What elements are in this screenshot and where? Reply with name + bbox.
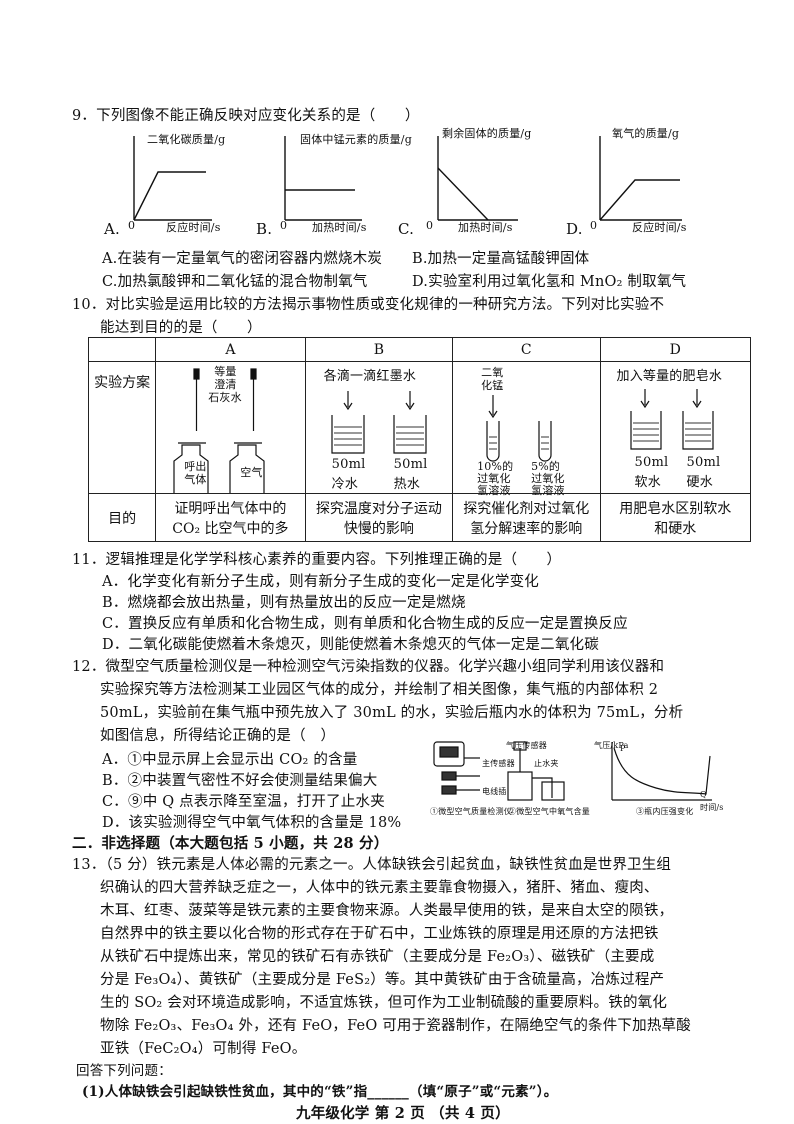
graph-d-letter: D.: [566, 220, 583, 238]
graph-d-xlabel: 反应时间/s: [632, 221, 687, 234]
table-header-b: B: [304, 337, 454, 362]
graph-b-letter: B.: [256, 220, 273, 238]
q13-line-9: 亚铁（FeC₂O₄）可制得 FeO。: [100, 1041, 307, 1057]
beaker-soft: [629, 410, 662, 450]
purpose-b: 探究温度对分子运动快慢的影响: [304, 493, 454, 542]
q12-option-c: C．⑨中 Q 点表示降至室温，打开了止水夹: [102, 794, 385, 810]
page-footer: 九年级化学 第 2 页 （共 4 页）: [296, 1105, 510, 1122]
air-quality-monitor: [433, 741, 465, 767]
section-2-title: 二．非选择题（本大题包括 5 小题，共 28 分）: [72, 835, 389, 852]
q13-line-4: 自然界中的铁主要以化合物的形式存在于矿石中，工业炼铁的原理是用还原的方法把铁: [100, 926, 659, 942]
limewater-bottles-figure: [173, 367, 265, 493]
tube-5pct: [538, 420, 552, 462]
bottle-exhaled: [173, 443, 209, 493]
q13-line-1: 13．（5 分）铁元素是人体必需的元素之一。人体缺铁会引起贫血，缺铁性贫血是世界…: [72, 857, 672, 873]
graph-c-xlabel: 加热时间/s: [458, 221, 513, 234]
q13-answer-prompt: 回答下列问题：: [76, 1063, 172, 1079]
graph-b-xlabel: 加热时间/s: [312, 221, 367, 234]
red-ink-beakers-figure: [331, 390, 427, 454]
table-header-d: D: [599, 337, 751, 362]
graph-a-letter: A.: [104, 220, 121, 238]
graph-c-letter: C.: [398, 220, 415, 238]
q9-option-a: A.在装有一定量氧气的密闭容器内燃烧木炭: [102, 251, 383, 267]
q9-option-d: D.实验室利用过氧化氢和 MnO₂ 制取氧气: [412, 274, 687, 290]
q9-option-b: B.加热一定量高锰酸钾固体: [412, 251, 590, 267]
graph-b-origin: 0: [280, 219, 288, 232]
graph-a-origin: 0: [128, 219, 136, 232]
row-label-purpose: 目的: [87, 493, 157, 542]
fig-caption-2: ②微型空气中氧气含量: [508, 807, 590, 816]
q12-line-4: 如图信息，所得结论正确的是（ ）: [100, 728, 336, 744]
table-header-a: A: [155, 337, 306, 362]
q12-apparatus-figure: [433, 741, 712, 801]
q9-stem: 9．下列图像不能正确反映对应变化关系的是（ ）: [72, 108, 420, 124]
q13-line-6: 分是 Fe₃O₄）、黄铁矿（主要成分是 FeS₂）等。其中黄铁矿由于含硫量高，冶…: [100, 972, 665, 988]
q11-stem: 11．逻辑推理是化学学科核心素养的重要内容。下列推理正确的是（ ）: [72, 552, 562, 568]
graph-a-curve: [133, 171, 206, 221]
q11-option-c: C．置换反应有单质和化合物生成，则有单质和化合物生成的反应一定是置换反应: [102, 616, 628, 632]
q13-sub-1: (1)人体缺铁会引起缺铁性贫血，其中的“铁”指______（填“原子”或“元素”…: [82, 1084, 558, 1100]
q12-line-2: 实验探究等方法检测某工业园区气体的成分，并绘制了相关图像，集气瓶的内部体积 2: [100, 682, 659, 698]
graph-c-origin: 0: [426, 219, 434, 232]
graph-b-ylabel: 固体中锰元素的质量/g: [300, 133, 412, 146]
q12-option-a: A．①中显示屏上会显示出 CO₂ 的含量: [102, 752, 358, 768]
table-header-c: C: [452, 337, 601, 362]
graph-c-ylabel: 剩余固体的质量/g: [442, 127, 532, 140]
q10-stem-1: 10．对比实验是运用比较的方法揭示事物性质或变化规律的一种研究方法。下列对比实验…: [72, 297, 665, 313]
graph-d-ylabel: 氧气的质量/g: [612, 127, 680, 140]
q13-line-7: 生的 SO₂ 会对环境造成影响，不适宜炼铁，但可作为工业制硫酸的重要原料。铁的氧…: [100, 995, 668, 1011]
purpose-c: 探究催化剂对过氧化氢分解速率的影响: [452, 493, 601, 542]
bottle-air: [229, 443, 265, 493]
q10-stem-2: 能达到目的的是（ ）: [100, 320, 262, 336]
q11-option-b: B．燃烧都会放出热量，则有热量放出的反应一定是燃烧: [102, 595, 466, 611]
q10-compare-table: A B C D 实验方案 等量 澄清: [87, 337, 751, 542]
soap-water-beakers-figure: [629, 388, 714, 450]
graph-d-origin: 0: [590, 219, 598, 232]
tube-10pct: [486, 420, 500, 462]
q11-option-d: D．二氧化碳能使燃着木条熄灭，则能使燃着木条熄灭的气体一定是二氧化碳: [102, 637, 599, 653]
q13-line-2: 织确认的四大营养缺乏症之一，人体中的铁元素主要靠食物摄入，猪肝、猪血、瘦肉、: [100, 880, 659, 896]
fig-caption-1: ①微型空气质量检测仪: [430, 807, 512, 816]
catalyst-tubes-figure: [486, 394, 552, 462]
gas-collecting-bottle: [507, 771, 533, 801]
q11-option-a: A．化学变化有新分子生成，则有新分子生成的变化一定是化学变化: [102, 574, 539, 590]
graph-c-curve: [437, 167, 489, 221]
q12-line-1: 12．微型空气质量检测仪是一种检测空气污染指数的仪器。化学兴趣小组同学利用该仪器…: [72, 659, 665, 675]
cell-b-figure: 各滴一滴红墨水 50ml 冷水 50ml 热水: [304, 361, 454, 494]
cell-a-figure: 等量 澄清 石灰水 呼出 气体 空气: [155, 361, 306, 494]
graph-a-xlabel: 反应时间/s: [166, 221, 221, 234]
row-label-plan: 实验方案: [87, 361, 157, 494]
graph-d-curve: [599, 179, 680, 221]
purpose-d: 用肥皂水区别软水和硬水: [599, 493, 751, 542]
q12-option-b: B．②中装置气密性不好会使测量结果偏大: [102, 773, 378, 789]
q12-option-d: D．该实验测得空气中氧气体积的含量是 18%: [102, 815, 402, 831]
beaker-cold: [331, 414, 365, 454]
cell-d-figure: 加入等量的肥皂水 50ml 软水 50ml 硬水: [599, 361, 751, 494]
water-beaker: [541, 781, 565, 801]
q13-line-8: 物除 Fe₂O₃、Fe₃O₄ 外，还有 FeO，FeO 可用于瓷器制作，在隔绝空…: [100, 1018, 691, 1034]
q13-line-5: 从铁矿石中提炼出来，常见的铁矿石有赤铁矿（主要成分是 Fe₂O₃）、磁铁矿（主要…: [100, 949, 655, 965]
fig-caption-3: ③瓶内压强变化: [636, 807, 694, 816]
cell-c-figure: 二氧 化锰 10%的 过氧化 氢溶液 5%的 过氧: [452, 361, 601, 496]
beaker-hard: [681, 410, 714, 450]
q12-line-3: 50mL，实验前在集气瓶中预先放入了 30mL 的水，实验后瓶内水的体积为 75…: [100, 705, 684, 721]
q13-line-3: 木耳、红枣、菠菜等是铁元素的主要食物来源。人类最早使用的铁，是来自太空的陨铁，: [100, 903, 674, 919]
pressure-curve: [613, 747, 711, 795]
q9-option-c: C.加热氯酸钾和二氧化锰的混合物制氧气: [102, 274, 368, 290]
beaker-hot: [393, 414, 427, 454]
q9-graphs: [133, 136, 682, 221]
graph-a-ylabel: 二氧化碳质量/g: [147, 133, 226, 146]
